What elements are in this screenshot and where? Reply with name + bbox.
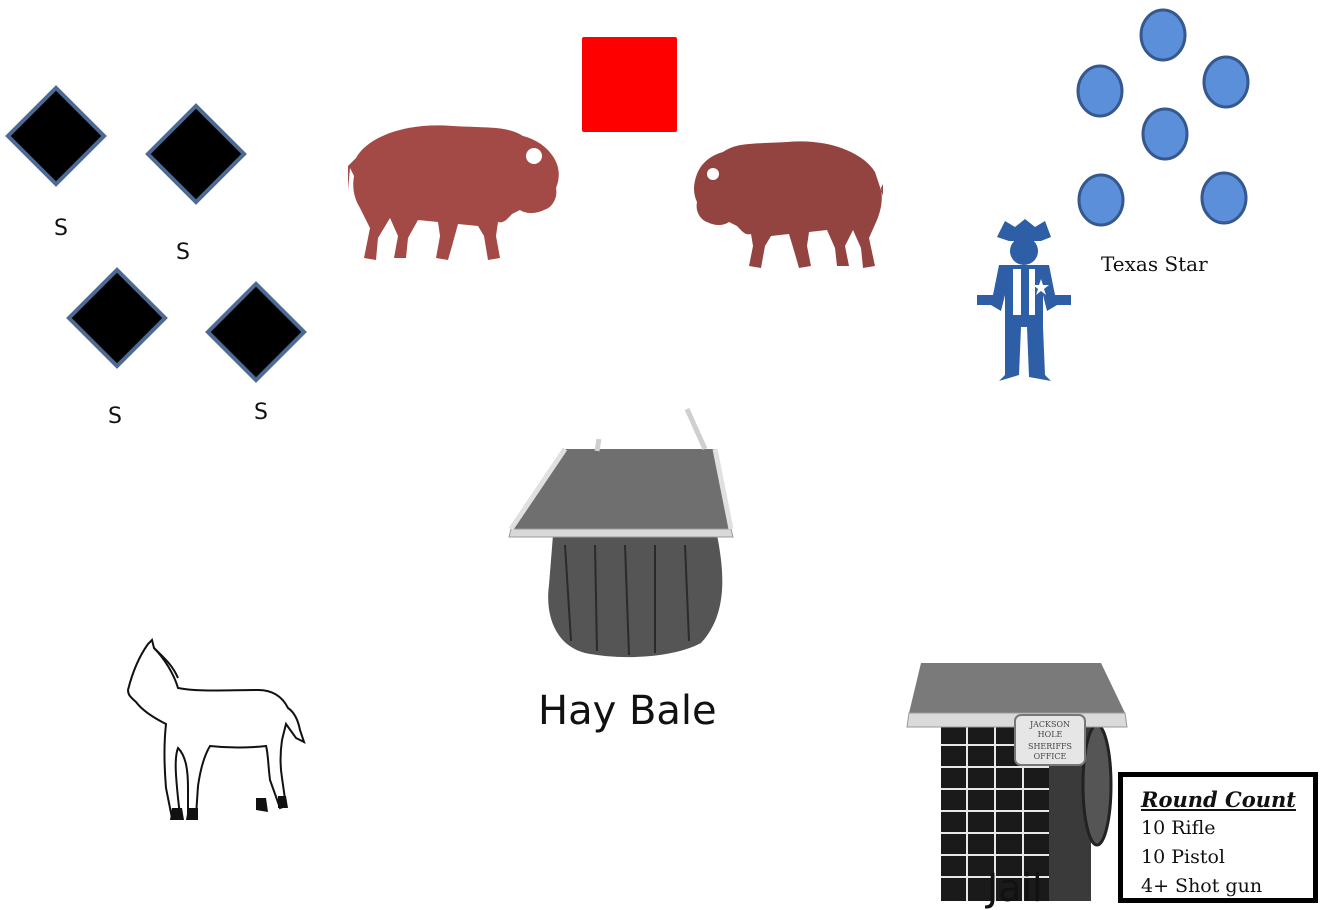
texas-star-plate — [1078, 66, 1122, 116]
stop-plate — [582, 37, 677, 132]
jail-sign-line: SHERIFFS — [1028, 742, 1072, 751]
texas-star-plate — [1202, 173, 1246, 223]
round-count-line: 10 Rifle — [1141, 814, 1313, 843]
texas-star-plate — [1204, 57, 1248, 107]
round-count-box: Round Count 10 Rifle 10 Pistol 4+ Shot g… — [1118, 772, 1318, 903]
round-count-line: 10 Pistol — [1141, 843, 1313, 872]
hay-bale-label: Hay Bale — [538, 688, 717, 734]
steel-target-diamond — [208, 284, 304, 380]
cowboy-icon — [975, 215, 1075, 385]
texas-star-plate — [1143, 109, 1187, 159]
steel-target-label: S — [108, 404, 122, 429]
buffalo-right-icon — [693, 136, 883, 274]
round-count-line: 4+ Shot gun — [1141, 872, 1313, 901]
texas-star-plate — [1141, 10, 1185, 60]
jail-sign-line: JACKSON — [1029, 720, 1070, 729]
steel-target-label: S — [54, 216, 68, 241]
texas-star-label: Texas Star — [1101, 252, 1208, 276]
steel-target-diamond — [148, 106, 244, 202]
steel-target-label: S — [254, 400, 268, 425]
hay-bale-icon — [505, 405, 740, 660]
texas-star — [1070, 5, 1255, 230]
steel-targets — [0, 80, 320, 400]
jail-sign-line: HOLE — [1038, 730, 1063, 739]
round-count-title: Round Count — [1141, 787, 1313, 812]
steel-target-diamond — [69, 270, 165, 366]
jail-label: Jail — [987, 866, 1043, 910]
texas-star-plate — [1079, 175, 1123, 225]
steel-target-label: S — [176, 240, 190, 265]
jail-sign-line: OFFICE — [1034, 752, 1067, 761]
buffalo-left-icon — [348, 118, 563, 268]
steel-target-diamond — [8, 88, 104, 184]
horse-icon — [118, 638, 308, 823]
